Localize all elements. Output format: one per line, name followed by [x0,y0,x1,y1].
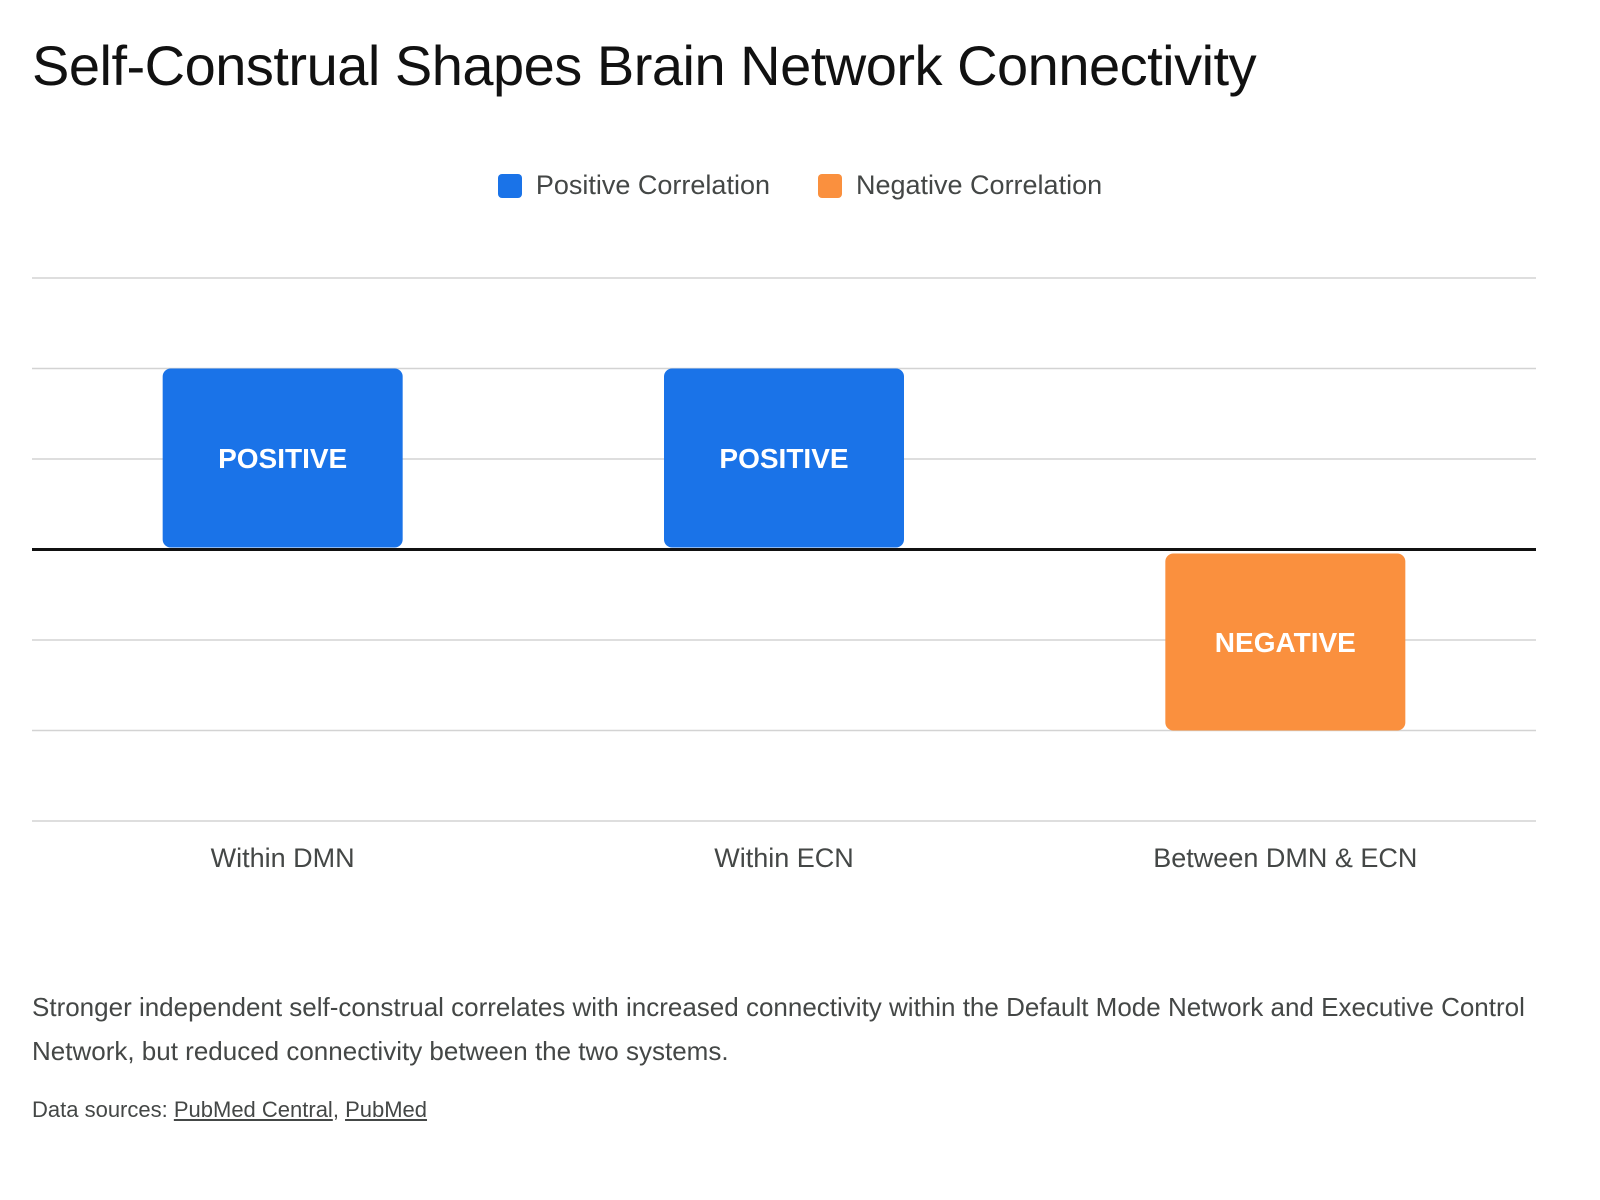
chart-title: Self-Construal Shapes Brain Network Conn… [32,34,1257,97]
legend: Positive Correlation Negative Correlatio… [0,170,1600,201]
x-tick-label: Between DMN & ECN [1153,843,1417,873]
bar-positive [664,368,904,548]
legend-item-positive: Positive Correlation [497,170,770,201]
bar-negative [1165,553,1406,731]
sources-separator: , [332,1097,346,1122]
bar-label: POSITIVE [719,443,848,474]
bar-label: NEGATIVE [1215,627,1356,658]
legend-label-negative: Negative Correlation [855,170,1103,200]
chart-description: Stronger independent self-construal corr… [32,992,1525,1066]
x-tick-label: Within ECN [714,843,854,873]
legend-label-positive: Positive Correlation [535,170,770,200]
bar-positive [162,368,403,548]
legend-item-negative: Negative Correlation [817,170,1103,201]
data-sources: Data sources: PubMed Central, PubMed [32,1095,427,1125]
source-link-pubmed[interactable]: PubMed [345,1097,428,1122]
bar-chart: POSITIVE Within DMN POSITIVE Within ECN NEGA… [32,277,1536,873]
sources-prefix: Data sources: [32,1097,174,1122]
source-link-pubmed-central[interactable]: PubMed Central [173,1097,333,1122]
legend-swatch-negative [817,173,842,198]
x-tick-label: Within DMN [211,843,355,873]
bar-label: POSITIVE [218,443,347,474]
legend-swatch-positive [497,173,522,198]
